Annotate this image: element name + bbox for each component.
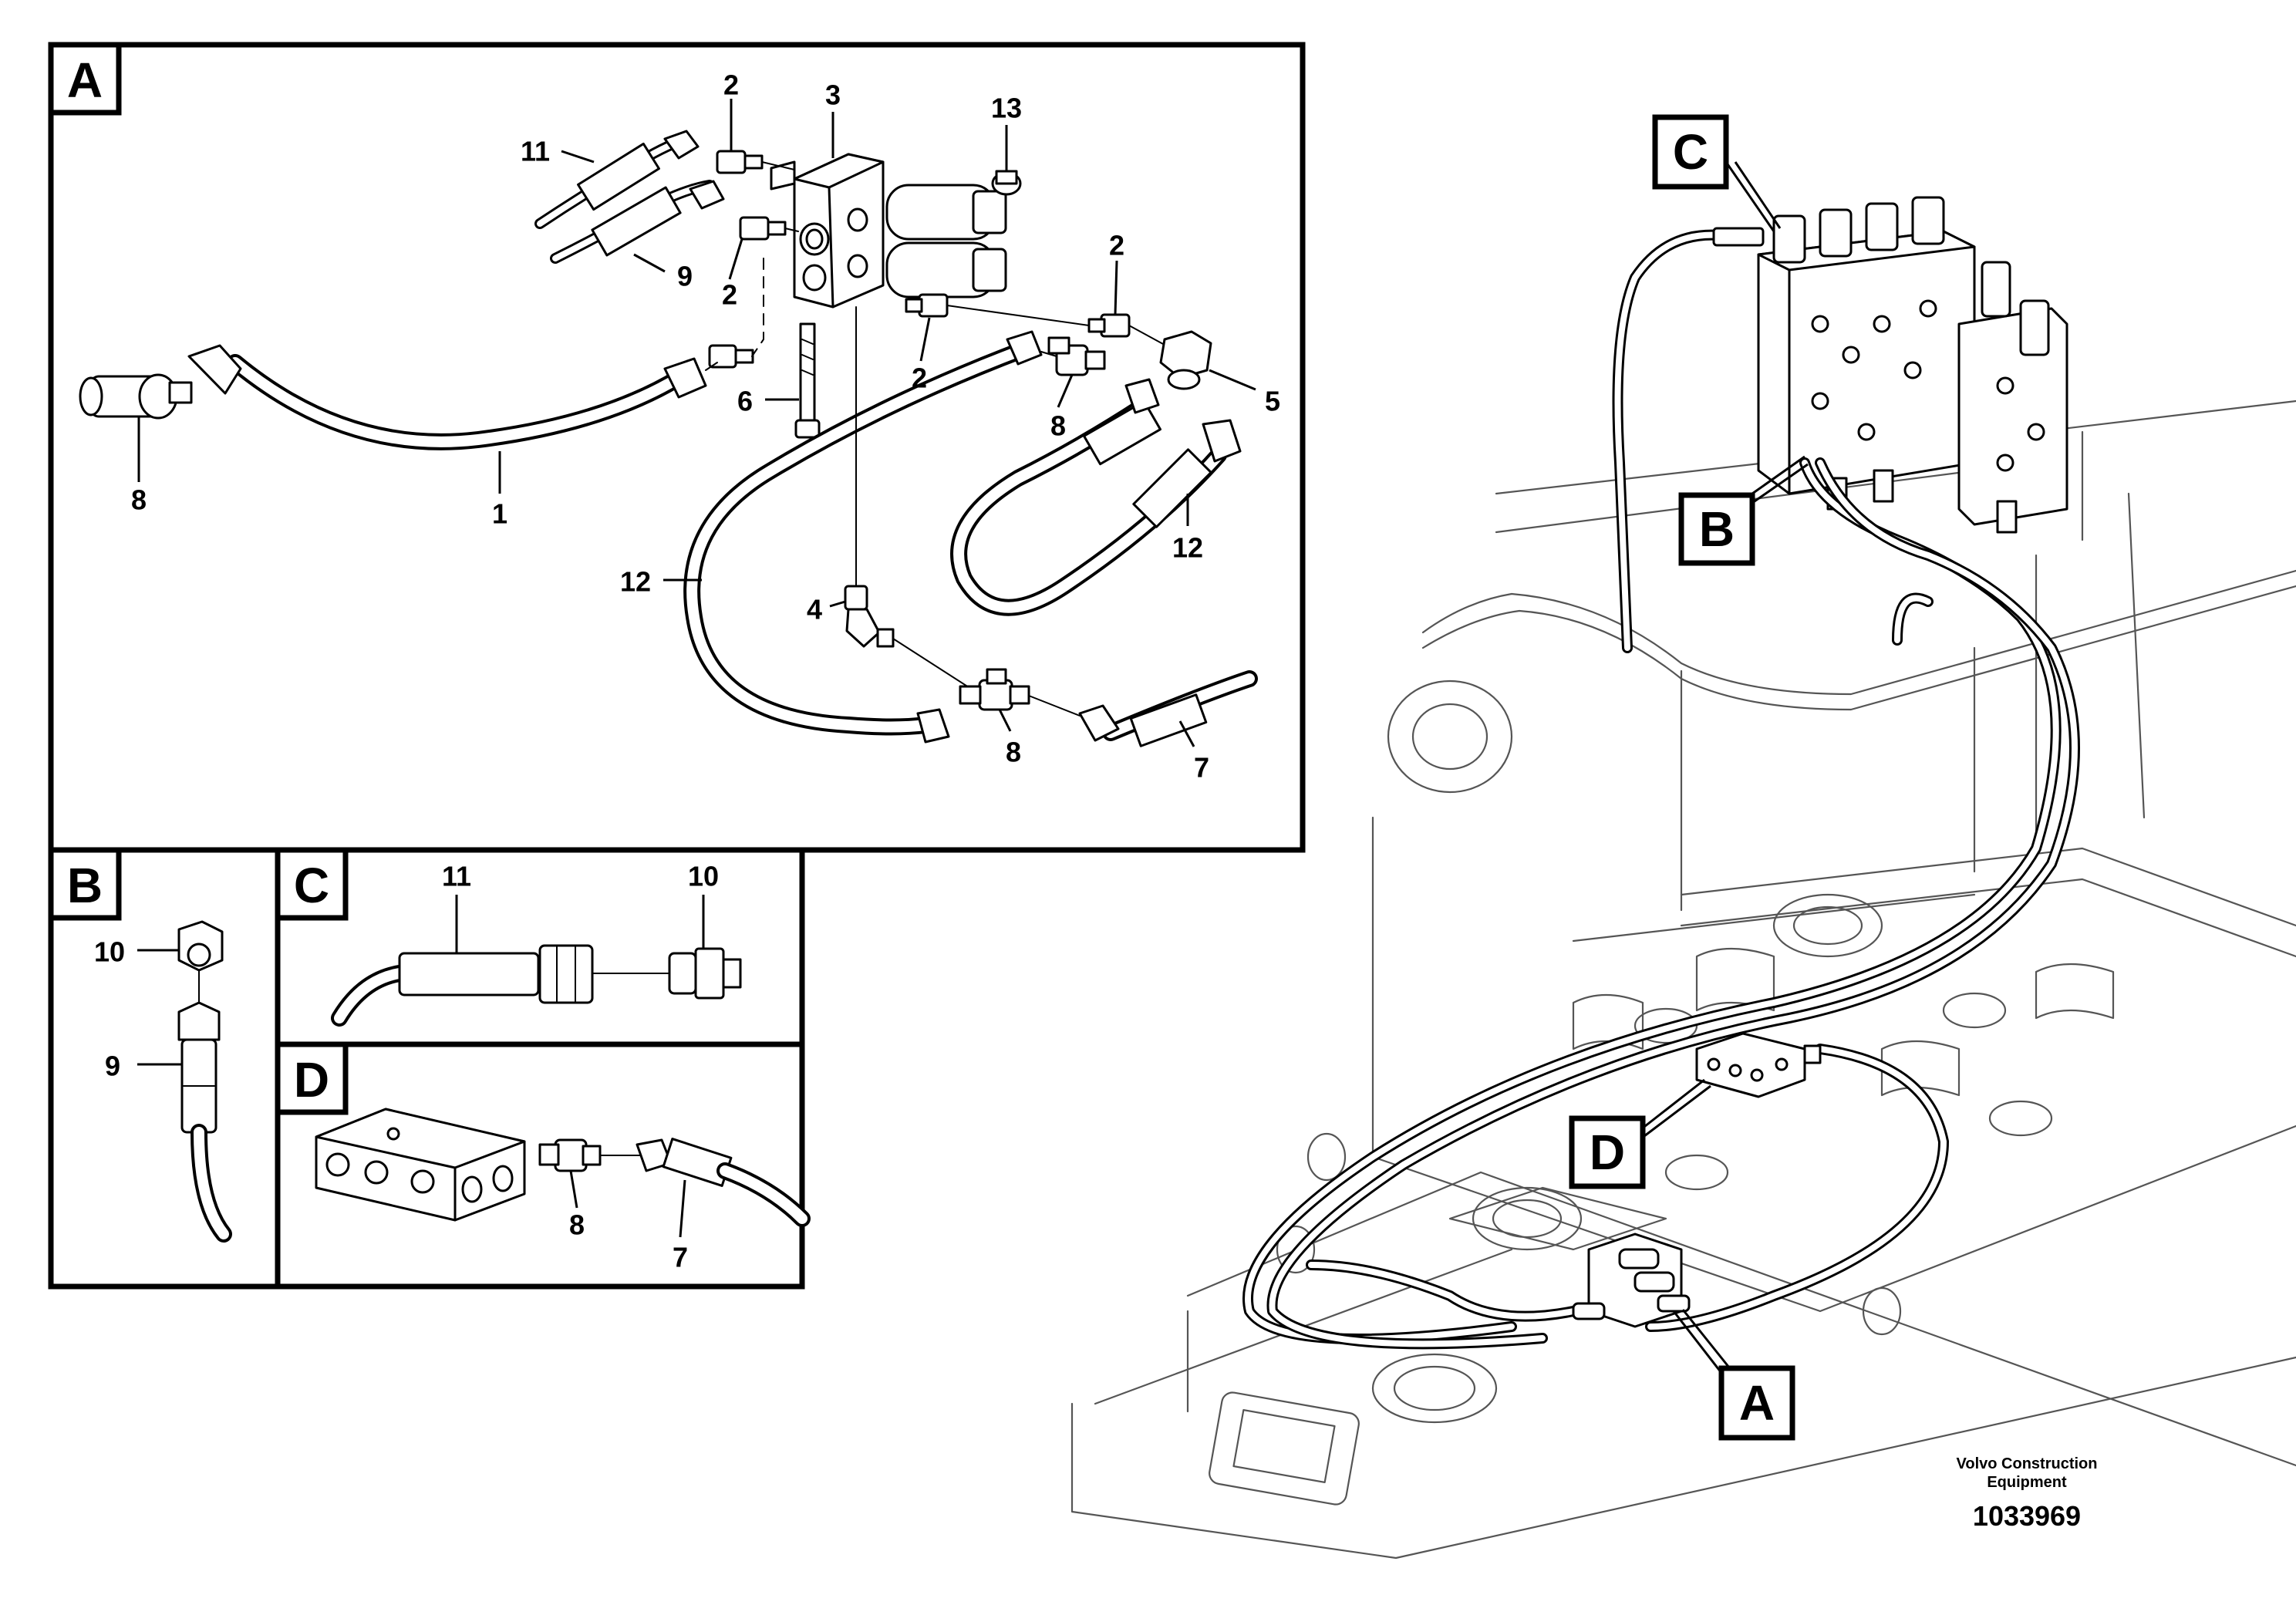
view-d-frame xyxy=(275,1041,805,1290)
overview-d-label: D xyxy=(1590,1125,1625,1180)
callout-a-6: 6 xyxy=(737,386,753,417)
frame-bore xyxy=(1387,679,1513,794)
view-b-label-box xyxy=(48,847,122,921)
machine-overview: C B D A xyxy=(1070,114,2296,1560)
overview-c-label: C xyxy=(1673,124,1708,180)
callout-a-5: 5 xyxy=(1265,386,1280,417)
callout-b-10: 10 xyxy=(94,936,125,968)
tee-8-mid xyxy=(1047,336,1106,376)
overview-b-leader xyxy=(1752,455,1805,495)
callout-a-2-mid: 2 xyxy=(722,279,737,311)
valve-block-3 xyxy=(770,153,1007,309)
callout-a-11: 11 xyxy=(521,136,550,167)
callout-a-12-right: 12 xyxy=(1172,532,1203,564)
callout-a-9: 9 xyxy=(677,261,693,292)
callout-a-1: 1 xyxy=(492,498,507,530)
detail-view-b: B 10 9 xyxy=(48,847,281,1290)
callout-a-7: 7 xyxy=(1194,752,1209,784)
view-d-label: D xyxy=(294,1052,329,1108)
screw-6 xyxy=(794,322,821,439)
callout-a-8-low: 8 xyxy=(1006,737,1021,768)
view-a-callouts: 11 2 3 13 9 2 2 2 6 5 8 1 8 12 xyxy=(131,69,1280,784)
callout-c-11: 11 xyxy=(442,861,471,892)
overview-c-box xyxy=(1652,114,1729,190)
overview-block-d xyxy=(1695,1032,1822,1098)
drawing-number: 1033969 xyxy=(1973,1500,2081,1532)
control-valve-assembly xyxy=(1757,196,2068,534)
view-a-label-box xyxy=(48,42,122,116)
view-a-label: A xyxy=(67,52,103,108)
hose-11-sleeve xyxy=(577,142,660,211)
detail-view-c: C 11 10 xyxy=(275,847,805,1047)
brand-line-1: Volvo Construction xyxy=(1957,1455,2098,1472)
callout-a-2-top: 2 xyxy=(723,69,739,101)
callout-a-4: 4 xyxy=(807,594,822,626)
overview-a-box xyxy=(1718,1365,1795,1441)
view-c-label-box xyxy=(275,847,349,921)
tee-8-low xyxy=(959,668,1030,711)
callout-d-8: 8 xyxy=(569,1209,585,1241)
view-c-label: C xyxy=(294,858,329,913)
drawing-footer: Volvo Construction Equipment 1033969 xyxy=(1957,1455,2098,1532)
adapters-2 xyxy=(708,150,1131,369)
callout-a-3: 3 xyxy=(825,79,841,111)
elbow-5 xyxy=(1159,330,1212,390)
tee-8-left xyxy=(79,373,193,420)
callout-c-10: 10 xyxy=(688,861,719,892)
overview-c-leader xyxy=(1725,161,1775,232)
overview-a-label: A xyxy=(1739,1375,1775,1431)
callout-a-13: 13 xyxy=(991,93,1022,124)
detail-view-d: D 8 7 xyxy=(275,1041,811,1290)
callout-a-12-left: 12 xyxy=(620,566,651,598)
view-d-label-box xyxy=(275,1041,349,1115)
callout-a-8-left: 8 xyxy=(131,484,147,516)
detail-view-a: A xyxy=(48,42,1306,853)
brand-line-2: Equipment xyxy=(1987,1474,2067,1491)
overview-b-box xyxy=(1678,492,1755,566)
callout-b-9: 9 xyxy=(105,1050,120,1082)
callout-a-2-right: 2 xyxy=(1109,230,1124,261)
view-b-label: B xyxy=(67,858,103,913)
overview-a-leader xyxy=(1672,1310,1723,1374)
overview-d-box xyxy=(1569,1115,1646,1189)
hose-9-sleeve xyxy=(591,186,682,257)
cap-13 xyxy=(991,170,1022,196)
overview-d-leader xyxy=(1640,1078,1705,1131)
elbow-4 xyxy=(844,585,895,648)
callout-d-7: 7 xyxy=(673,1242,688,1273)
callout-a-2-low: 2 xyxy=(912,363,927,394)
callout-a-8-mid: 8 xyxy=(1050,410,1066,442)
overview-b-label: B xyxy=(1699,501,1735,557)
overview-block-a xyxy=(1572,1233,1691,1328)
